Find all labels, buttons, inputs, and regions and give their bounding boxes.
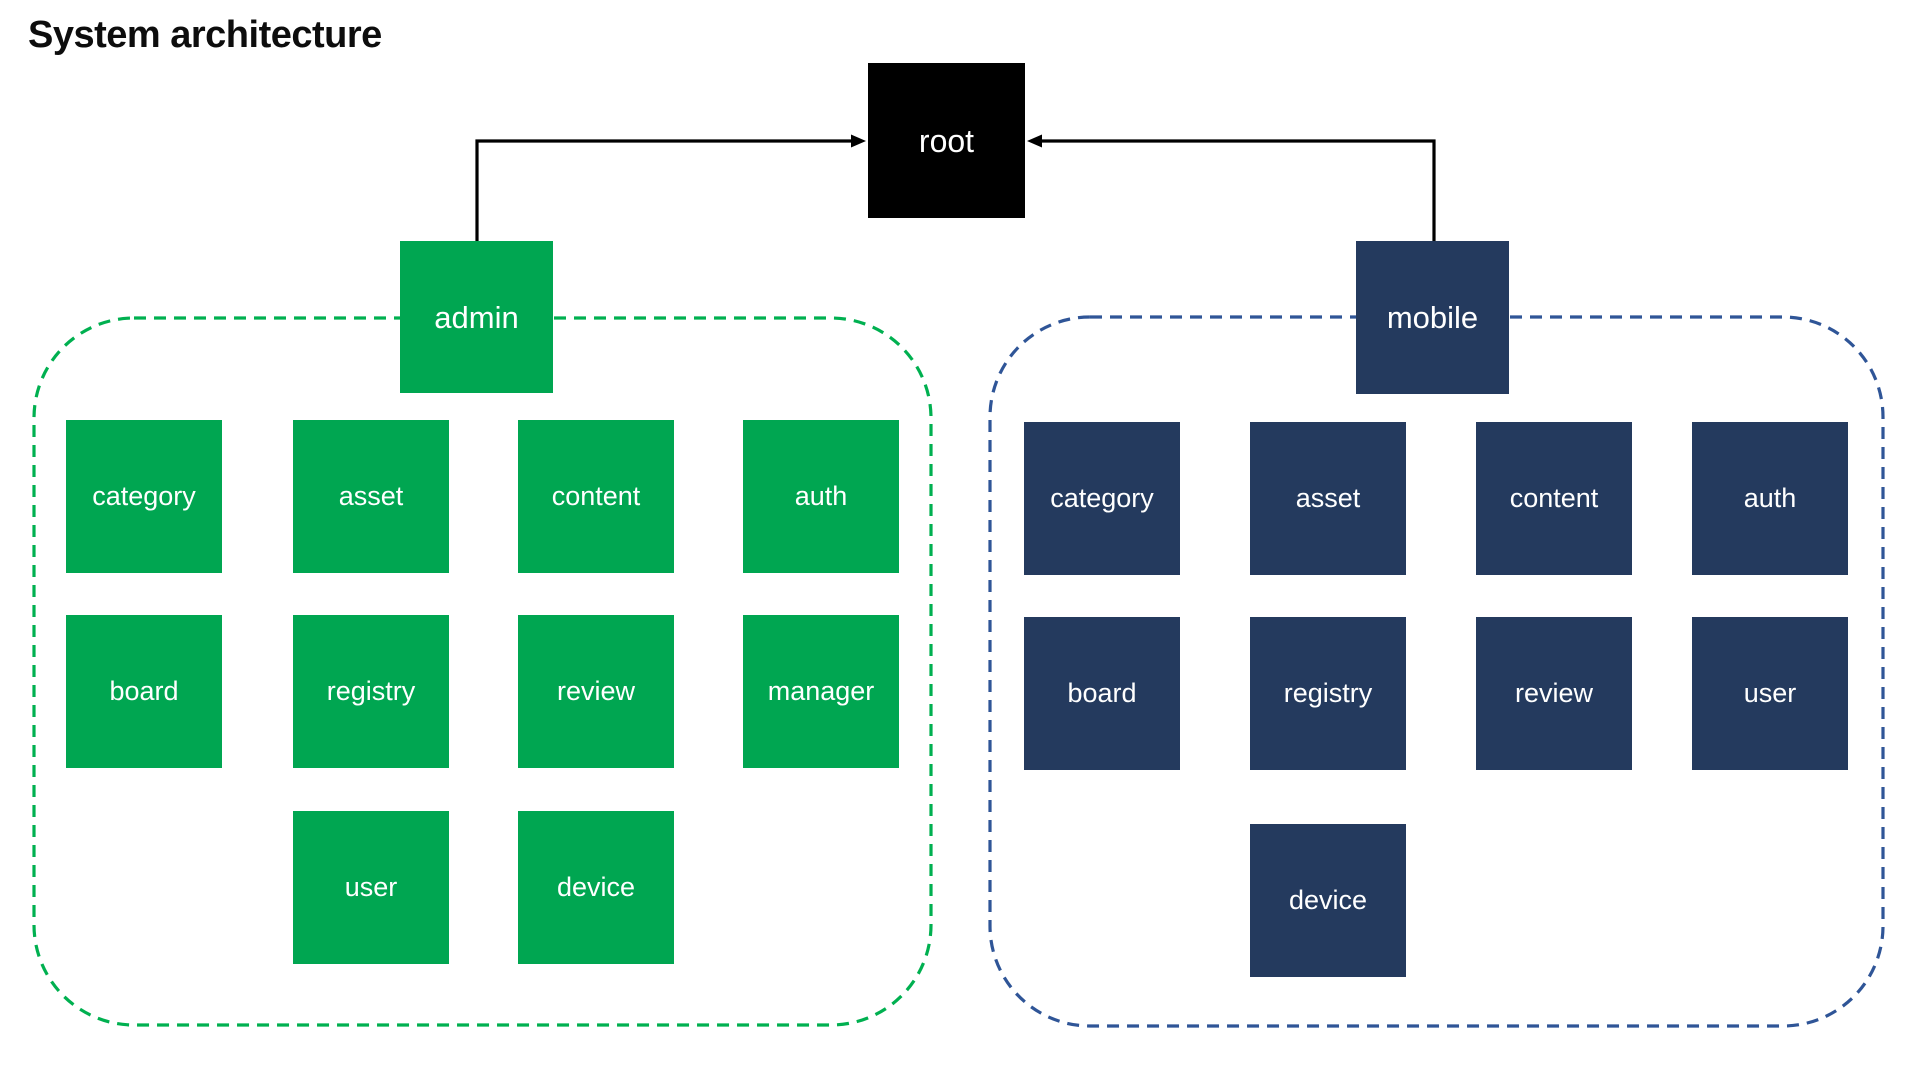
admin-node-registry: registry <box>293 615 449 768</box>
admin-group-node: admin <box>400 241 553 393</box>
mobile-group-node: mobile <box>1356 241 1509 394</box>
admin-node-board: board <box>66 615 222 768</box>
admin-to-root-connector <box>475 134 866 241</box>
mobile-node-auth: auth <box>1692 422 1848 575</box>
mobile-node-category: category <box>1024 422 1180 575</box>
page-title: System architecture <box>28 14 382 56</box>
mobile-node-registry: registry <box>1250 617 1406 770</box>
admin-node-manager: manager <box>743 615 899 768</box>
root-node: root <box>868 63 1025 218</box>
admin-node-review: review <box>518 615 674 768</box>
mobile-node-board: board <box>1024 617 1180 770</box>
mobile-node-review: review <box>1476 617 1632 770</box>
admin-node-asset: asset <box>293 420 449 573</box>
mobile-node-content: content <box>1476 422 1632 575</box>
mobile-node-asset: asset <box>1250 422 1406 575</box>
admin-node-content: content <box>518 420 674 573</box>
admin-node-auth: auth <box>743 420 899 573</box>
mobile-node-device: device <box>1250 824 1406 977</box>
mobile-node-user: user <box>1692 617 1848 770</box>
admin-node-device: device <box>518 811 674 964</box>
admin-node-category: category <box>66 420 222 573</box>
mobile-to-root-connector <box>1027 134 1436 241</box>
admin-node-user: user <box>293 811 449 964</box>
